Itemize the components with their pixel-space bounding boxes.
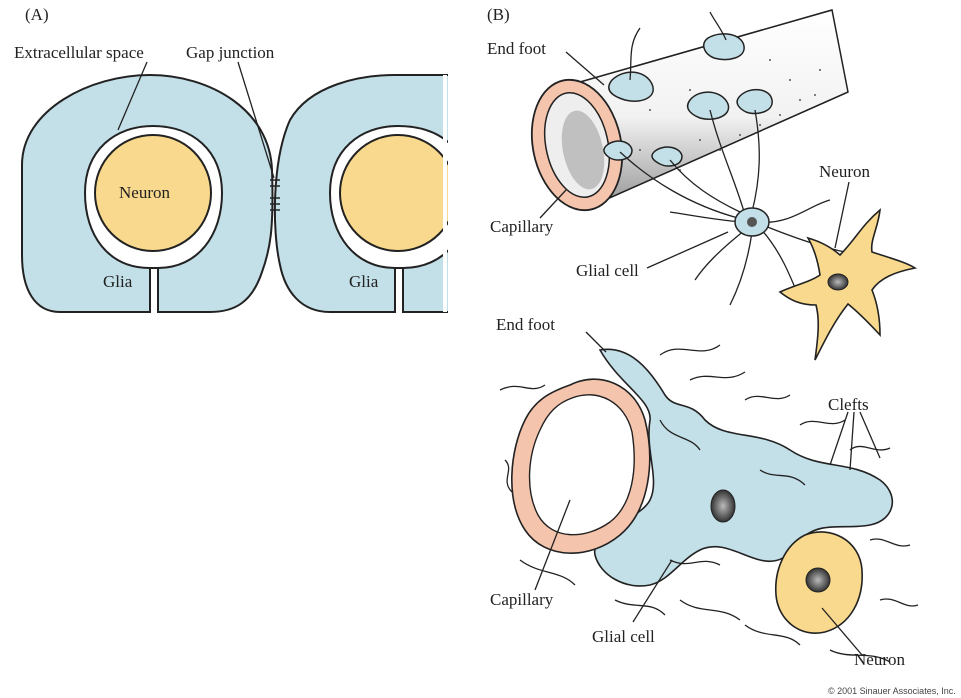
capillary-tube [520,10,848,219]
label-neuron-a: Neuron [119,183,170,202]
capillary-section [512,379,650,553]
label-extracellular-space: Extracellular space [14,43,144,62]
panel-b-letter: (B) [487,5,510,24]
panel-b-bottom: End foot Clefts Capillary Glial cell Neu… [490,315,918,669]
label-neuron-bottom: Neuron [854,650,905,669]
neuron-top [780,210,915,360]
label-gap-junction: Gap junction [186,43,275,62]
panel-a: (A) Ex [14,5,470,312]
label-end-foot-top: End foot [487,39,546,58]
panel-a-letter: (A) [25,5,49,24]
label-glia-right: Glia [349,272,379,291]
label-glial-cell-bottom: Glial cell [592,627,655,646]
copyright-notice: © 2001 Sinauer Associates, Inc. [828,686,956,696]
label-neuron-top: Neuron [819,162,870,181]
label-clefts: Clefts [828,395,869,414]
label-capillary-bottom: Capillary [490,590,554,609]
label-capillary-top: Capillary [490,217,554,236]
label-glial-cell-top: Glial cell [576,261,639,280]
label-end-foot-bottom: End foot [496,315,555,334]
panel-b-top: (B) [487,5,915,360]
label-glia-left: Glia [103,272,133,291]
